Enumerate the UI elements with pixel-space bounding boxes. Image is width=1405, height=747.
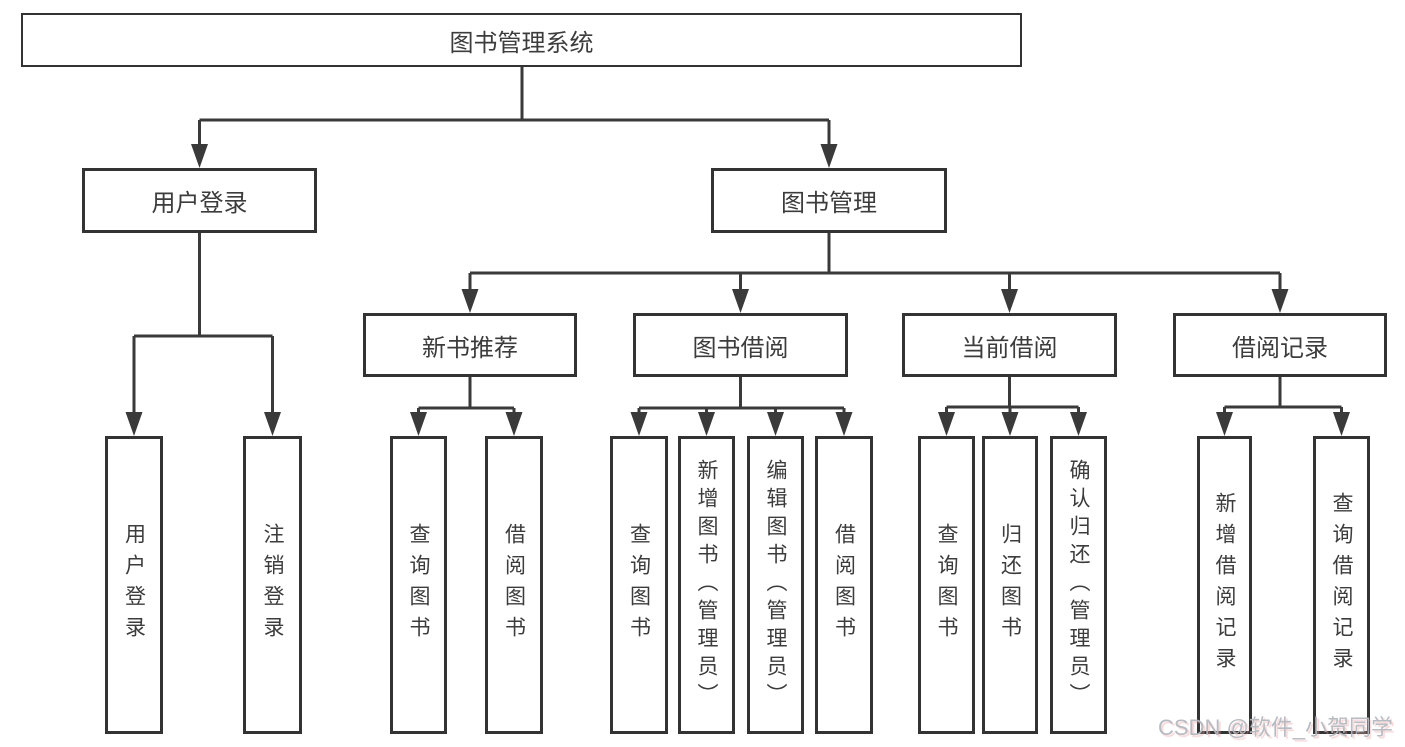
arrowhead-icon <box>1001 412 1019 436</box>
leaf-edit-book: 编辑图书（管理员） <box>747 436 804 734</box>
arrowhead-icon <box>125 412 143 436</box>
leaf-add-book: 新增图书（管理员） <box>678 436 735 734</box>
arrowhead-icon <box>1001 289 1018 313</box>
leaf-borrow-book-2-label: 借阅图书 <box>832 523 856 647</box>
node-root-label: 图书管理系统 <box>449 29 594 57</box>
leaf-logout-label: 注销登录 <box>261 523 285 647</box>
leaf-query-book-2: 查询图书 <box>610 436 668 734</box>
leaf-edit-book-label: 编辑图书（管理员） <box>764 459 788 711</box>
arrowhead-icon <box>1216 412 1233 436</box>
arrowheads <box>125 120 1350 436</box>
leaf-return-book-label: 归还图书 <box>998 523 1022 647</box>
arrowhead-icon <box>264 412 281 436</box>
leaf-borrow-book-1: 借阅图书 <box>485 436 543 734</box>
node-book-management: 图书管理 <box>711 168 947 233</box>
leaf-confirm-return: 确认归还（管理员） <box>1050 436 1107 734</box>
node-current-borrow: 当前借阅 <box>902 313 1117 377</box>
node-root: 图书管理系统 <box>21 13 1022 67</box>
arrowhead-icon <box>767 412 784 436</box>
arrowhead-icon <box>732 289 749 313</box>
arrowhead-icon <box>835 412 853 436</box>
node-book-borrow: 图书借阅 <box>633 313 848 377</box>
leaf-query-book-3-label: 查询图书 <box>935 523 959 647</box>
arrowhead-icon <box>461 289 479 313</box>
leaf-add-borrow-record-label: 新增借阅记录 <box>1213 492 1237 678</box>
node-book-borrow-label: 图书借阅 <box>692 334 789 362</box>
leaf-user-login-label: 用户登录 <box>122 523 146 647</box>
arrowhead-icon <box>1271 289 1289 313</box>
arrowhead-icon <box>505 412 523 436</box>
arrowhead-icon <box>1333 412 1350 436</box>
arrowhead-icon <box>630 412 648 436</box>
leaf-query-book-1: 查询图书 <box>390 436 447 734</box>
arrowhead-icon <box>410 412 427 436</box>
leaf-add-borrow-record: 新增借阅记录 <box>1197 436 1252 734</box>
leaf-confirm-return-label: 确认归还（管理员） <box>1067 459 1091 711</box>
arrowhead-icon <box>820 144 838 168</box>
leaf-user-login: 用户登录 <box>105 436 163 734</box>
leaf-borrow-book-2: 借阅图书 <box>815 436 873 734</box>
node-book-management-label: 图书管理 <box>781 190 877 217</box>
arrowhead-icon <box>698 412 715 436</box>
leaf-query-borrow-record: 查询借阅记录 <box>1313 436 1370 734</box>
node-user-login-label: 用户登录 <box>151 190 248 217</box>
node-new-book-recommend-label: 新书推荐 <box>422 334 518 362</box>
arrowhead-icon <box>191 144 208 168</box>
leaf-borrow-book-1-label: 借阅图书 <box>502 523 526 647</box>
csdn-watermark: CSDN @软件_小贺同学 <box>1158 715 1394 740</box>
node-current-borrow-label: 当前借阅 <box>961 334 1058 362</box>
leaf-query-book-3: 查询图书 <box>918 436 975 734</box>
leaf-add-book-label: 新增图书（管理员） <box>695 459 719 711</box>
arrowhead-icon <box>1070 412 1087 436</box>
leaf-query-book-1-label: 查询图书 <box>407 523 431 647</box>
node-borrow-records: 借阅记录 <box>1173 313 1387 377</box>
node-user-login: 用户登录 <box>82 168 317 233</box>
leaf-query-borrow-record-label: 查询借阅记录 <box>1330 492 1354 678</box>
node-new-book-recommend: 新书推荐 <box>363 313 577 377</box>
connector-spine <box>134 67 1342 410</box>
leaf-logout: 注销登录 <box>243 436 302 734</box>
node-borrow-records-label: 借阅记录 <box>1232 334 1328 362</box>
leaf-query-book-2-label: 查询图书 <box>627 523 651 647</box>
arrowhead-icon <box>938 412 955 436</box>
leaf-return-book: 归还图书 <box>982 436 1038 734</box>
